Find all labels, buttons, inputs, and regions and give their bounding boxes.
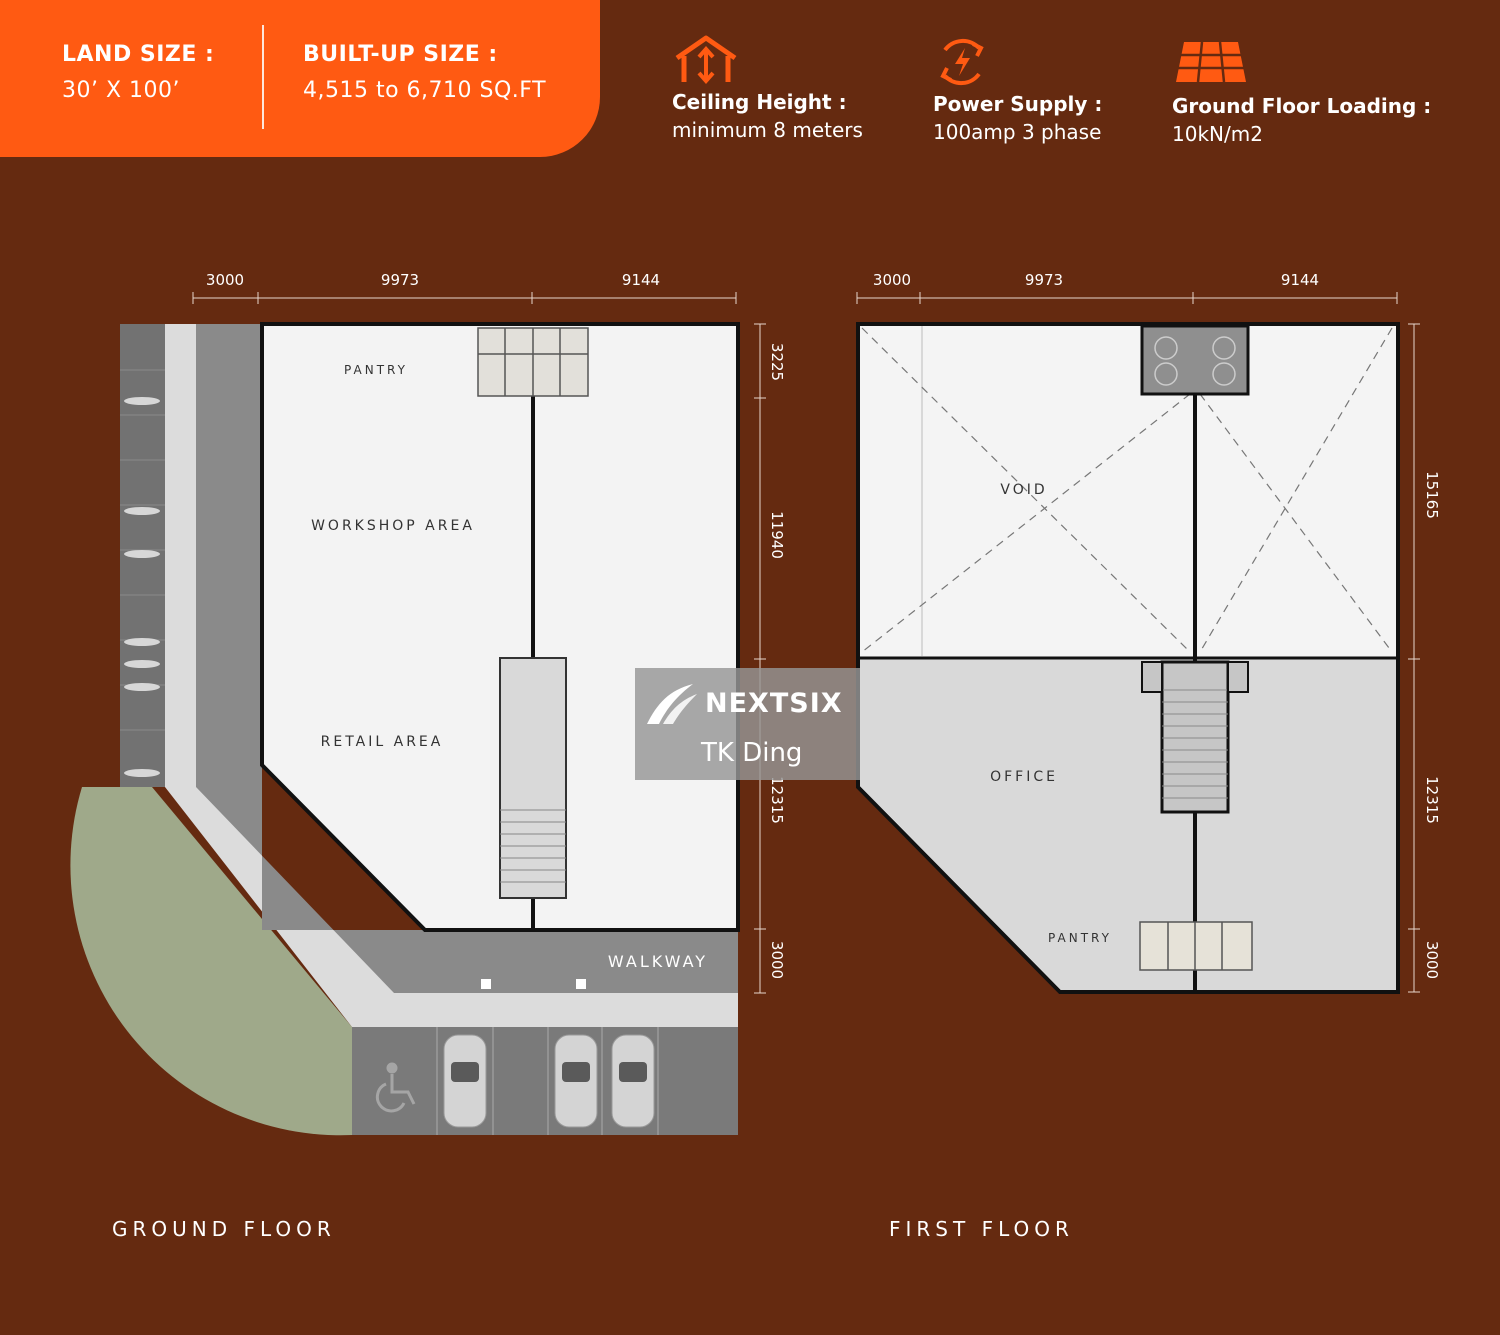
first-staircase xyxy=(1160,660,1230,814)
first-dim-side-1: 15165 xyxy=(1423,471,1441,519)
ground-dim-top-1: 3000 xyxy=(206,271,244,289)
ground-floor-title: GROUND FLOOR xyxy=(112,1217,336,1241)
watermark-brand: NEXTSIX xyxy=(705,688,843,719)
ground-dim-side-2: 11940 xyxy=(768,511,786,559)
ground-staircase xyxy=(499,657,567,899)
watermark: NEXTSIX TK Ding xyxy=(635,668,860,780)
spec-value-power: 100amp 3 phase xyxy=(933,120,1102,144)
first-pantry-toilets xyxy=(1139,921,1253,971)
land-size-value: 30’ X 100’ xyxy=(62,78,181,103)
walkway-paving xyxy=(196,324,738,993)
void-crosses xyxy=(861,327,1393,653)
spec-value-ceiling: minimum 8 meters xyxy=(672,118,863,142)
retail-area-label: RETAIL AREA xyxy=(321,734,444,750)
first-dim-side-3: 3000 xyxy=(1423,941,1441,979)
spec-title-loading: Ground Floor Loading : xyxy=(1172,94,1432,118)
spec-title-power: Power Supply : xyxy=(933,92,1103,116)
spec-value-loading: 10kN/m2 xyxy=(1172,122,1263,146)
first-floor-plan xyxy=(856,292,1420,994)
land-size-label: LAND SIZE : xyxy=(62,42,215,67)
pillar xyxy=(481,979,491,989)
first-dim-top-2: 9973 xyxy=(1025,271,1063,289)
void-label: VOID xyxy=(1000,482,1047,498)
built-up-label: BUILT-UP SIZE : xyxy=(303,42,498,67)
house-height-icon xyxy=(675,35,737,85)
first-pantry-label: PANTRY xyxy=(1048,931,1112,945)
lawn-area xyxy=(70,787,353,1136)
ground-dim-side-3: 12315 xyxy=(768,776,786,824)
first-dim-side-2: 12315 xyxy=(1423,776,1441,824)
power-supply-icon xyxy=(940,38,984,86)
first-dim-top-3: 9144 xyxy=(1281,271,1319,289)
first-floor-title: FIRST FLOOR xyxy=(889,1217,1074,1241)
office-floor xyxy=(860,658,1396,990)
office-label: OFFICE xyxy=(990,769,1058,785)
ground-dim-top-3: 9144 xyxy=(622,271,660,289)
first-toilet-block xyxy=(1140,324,1250,396)
ground-dim-top-2: 9973 xyxy=(381,271,419,289)
pillar xyxy=(576,979,586,989)
accessible-parking-icon xyxy=(375,1062,416,1113)
ground-floor-plan xyxy=(70,292,766,1136)
ground-building-outline xyxy=(260,322,740,932)
floor-tiles-icon xyxy=(1176,41,1246,83)
built-up-value: 4,515 to 6,710 SQ.FT xyxy=(303,78,547,103)
size-badge: LAND SIZE : 30’ X 100’ BUILT-UP SIZE : 4… xyxy=(0,0,600,157)
first-dimension-lines xyxy=(856,292,1420,993)
ground-dimension-lines xyxy=(192,292,766,994)
badge-divider xyxy=(262,25,264,129)
first-dim-top-1: 3000 xyxy=(873,271,911,289)
ground-dim-side-4: 3000 xyxy=(768,941,786,979)
motorcycle-icons xyxy=(124,397,160,777)
nextsix-logo-icon xyxy=(647,684,697,724)
ground-dim-side-1: 3225 xyxy=(768,343,786,381)
walkway-label: WALKWAY xyxy=(608,952,708,971)
front-car-park xyxy=(352,1027,738,1135)
workshop-area-label: WORKSHOP AREA xyxy=(311,518,475,534)
watermark-name: TK Ding xyxy=(701,738,803,768)
ground-pantry-label: PANTRY xyxy=(344,363,408,377)
spec-title-ceiling: Ceiling Height : xyxy=(672,90,847,114)
